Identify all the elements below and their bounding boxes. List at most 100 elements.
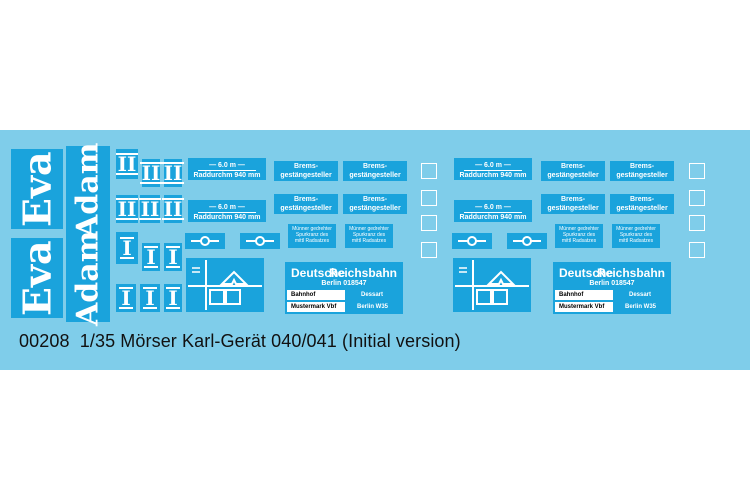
roman-label: II bbox=[115, 197, 139, 221]
plate-dimension: — 6.0 m — bbox=[198, 203, 256, 213]
roman-one: I bbox=[140, 284, 160, 312]
dessart-label: Dessart bbox=[629, 292, 652, 298]
roman-label: II bbox=[139, 161, 163, 185]
product-title: 1/35 Mörser Karl-Gerät 040/041 (Initial … bbox=[79, 331, 461, 351]
reichsbahn-t2: Reichsbahn bbox=[328, 266, 397, 280]
wheel-symbol bbox=[240, 233, 280, 249]
roman-label: I bbox=[120, 236, 134, 260]
plate-diameter: Raddurchm 940 mm bbox=[193, 214, 261, 221]
spurkranz-plate: Münner gedrehter Spurkranz des mittl Rad… bbox=[555, 224, 603, 248]
brems-line1: Brems- bbox=[560, 163, 586, 170]
outline-square bbox=[421, 163, 437, 179]
brems-line1: Brems- bbox=[362, 196, 388, 203]
bahnhof-field: Bahnhof bbox=[287, 290, 345, 300]
reichsbahn-sub: Berlin 018547 bbox=[321, 280, 367, 287]
brems-plate: Brems- gestängesteller bbox=[541, 161, 605, 181]
roman-label: I bbox=[144, 245, 158, 269]
brems-line1: Brems- bbox=[362, 163, 388, 170]
brems-line2: gestängesteller bbox=[280, 172, 332, 179]
roman-one: I bbox=[116, 284, 136, 312]
eva-decal-top: Eva bbox=[11, 149, 63, 229]
outline-square bbox=[689, 190, 705, 206]
spurkranz-plate: Münner gedrehter Spurkranz des mittl Rad… bbox=[345, 224, 393, 248]
berlin-label: Berlin W35 bbox=[625, 304, 657, 310]
raddurchm-plate: — 6.0 m — Raddurchm 940 mm bbox=[188, 158, 266, 180]
reichsbahn-plate: Deutsche Reichsbahn Berlin 018547 Bahnho… bbox=[285, 262, 403, 314]
brems-plate: Brems- gestängesteller bbox=[610, 194, 674, 214]
brems-line2: gestängesteller bbox=[616, 172, 668, 179]
adam-decal-bottom: Adam bbox=[66, 230, 110, 326]
brems-line2: gestängesteller bbox=[349, 172, 401, 179]
plate-diameter: Raddurchm 940 mm bbox=[459, 214, 527, 221]
brems-line1: Brems- bbox=[629, 163, 655, 170]
wheel-symbol bbox=[452, 233, 492, 249]
brems-plate: Brems- gestängesteller bbox=[343, 194, 407, 214]
roman-two: II bbox=[161, 195, 185, 223]
plate-dimension: — 6.0 m — bbox=[198, 161, 256, 171]
outline-square bbox=[421, 190, 437, 206]
roman-one: I bbox=[164, 284, 182, 312]
outline-square bbox=[689, 163, 705, 179]
brems-line1: Brems- bbox=[560, 196, 586, 203]
brems-plate: Brems- gestängesteller bbox=[274, 194, 338, 214]
plate-diameter: Raddurchm 940 mm bbox=[459, 172, 527, 179]
track-symbol bbox=[453, 258, 531, 312]
track-symbol bbox=[186, 258, 264, 312]
plate-diameter: Raddurchm 940 mm bbox=[193, 172, 261, 179]
adam-decal-top: Adam bbox=[66, 142, 110, 238]
brems-plate: Brems- gestängesteller bbox=[274, 161, 338, 181]
small-l2: Spurkranz des bbox=[295, 232, 329, 238]
reichsbahn-sub: Berlin 018547 bbox=[589, 280, 635, 287]
reichsbahn-t2: Reichsbahn bbox=[596, 266, 665, 280]
roman-label: II bbox=[161, 197, 185, 221]
roman-two: II bbox=[139, 159, 163, 187]
sheet-caption: 00208 1/35 Mörser Karl-Gerät 040/041 (In… bbox=[19, 331, 461, 352]
roman-two: II bbox=[138, 195, 162, 223]
small-l1: Münner gedrehter bbox=[616, 226, 656, 232]
roman-label: II bbox=[115, 152, 139, 176]
brems-line2: gestängesteller bbox=[547, 172, 599, 179]
brems-line2: gestängesteller bbox=[616, 205, 668, 212]
outline-square bbox=[421, 215, 437, 231]
roman-one-tall: I bbox=[116, 232, 138, 264]
dessart-label: Dessart bbox=[361, 292, 384, 298]
roman-two: II bbox=[161, 159, 185, 187]
small-l3: mittl Radsatzes bbox=[294, 238, 330, 244]
wheel-symbol bbox=[185, 233, 225, 249]
brems-plate: Brems- gestängesteller bbox=[610, 161, 674, 181]
roman-two-tall: II bbox=[115, 149, 139, 179]
plate-dimension: — 6.0 m — bbox=[464, 161, 522, 171]
small-l1: Münner gedrehter bbox=[292, 226, 332, 232]
brems-line2: gestängesteller bbox=[280, 205, 332, 212]
brems-line1: Brems- bbox=[293, 196, 319, 203]
reichsbahn-t1: Deutsche bbox=[559, 266, 614, 280]
roman-label: I bbox=[119, 286, 133, 310]
wheel-symbol bbox=[507, 233, 547, 249]
roman-two: II bbox=[115, 195, 139, 223]
spurkranz-plate: Münner gedrehter Spurkranz des mittl Rad… bbox=[288, 224, 336, 248]
small-l2: Spurkranz des bbox=[352, 232, 386, 238]
small-l3: mittl Radsatzes bbox=[561, 238, 597, 244]
eva-decal-bottom: Eva bbox=[11, 238, 63, 318]
roman-label: I bbox=[143, 286, 157, 310]
raddurchm-plate: — 6.0 m — Raddurchm 940 mm bbox=[188, 200, 266, 222]
reichsbahn-plate: Deutsche Reichsbahn Berlin 018547 Bahnho… bbox=[553, 262, 671, 314]
plate-dimension: — 6.0 m — bbox=[464, 203, 522, 213]
small-l3: mittl Radsatzes bbox=[618, 238, 654, 244]
small-l1: Münner gedrehter bbox=[559, 226, 599, 232]
roman-label: I bbox=[166, 286, 180, 310]
outline-square bbox=[689, 242, 705, 258]
brems-line2: gestängesteller bbox=[547, 205, 599, 212]
brems-line2: gestängesteller bbox=[349, 205, 401, 212]
small-l2: Spurkranz des bbox=[619, 232, 653, 238]
small-l1: Münner gedrehter bbox=[349, 226, 389, 232]
small-l2: Spurkranz des bbox=[562, 232, 596, 238]
brems-plate: Brems- gestängesteller bbox=[541, 194, 605, 214]
outline-square bbox=[421, 242, 437, 258]
raddurchm-plate: — 6.0 m — Raddurchm 940 mm bbox=[454, 200, 532, 222]
brems-line1: Brems- bbox=[293, 163, 319, 170]
muster-field: Mustermark Vbf bbox=[555, 302, 613, 312]
muster-field: Mustermark Vbf bbox=[287, 302, 345, 312]
roman-one: I bbox=[164, 243, 182, 271]
product-code: 00208 bbox=[19, 331, 70, 351]
